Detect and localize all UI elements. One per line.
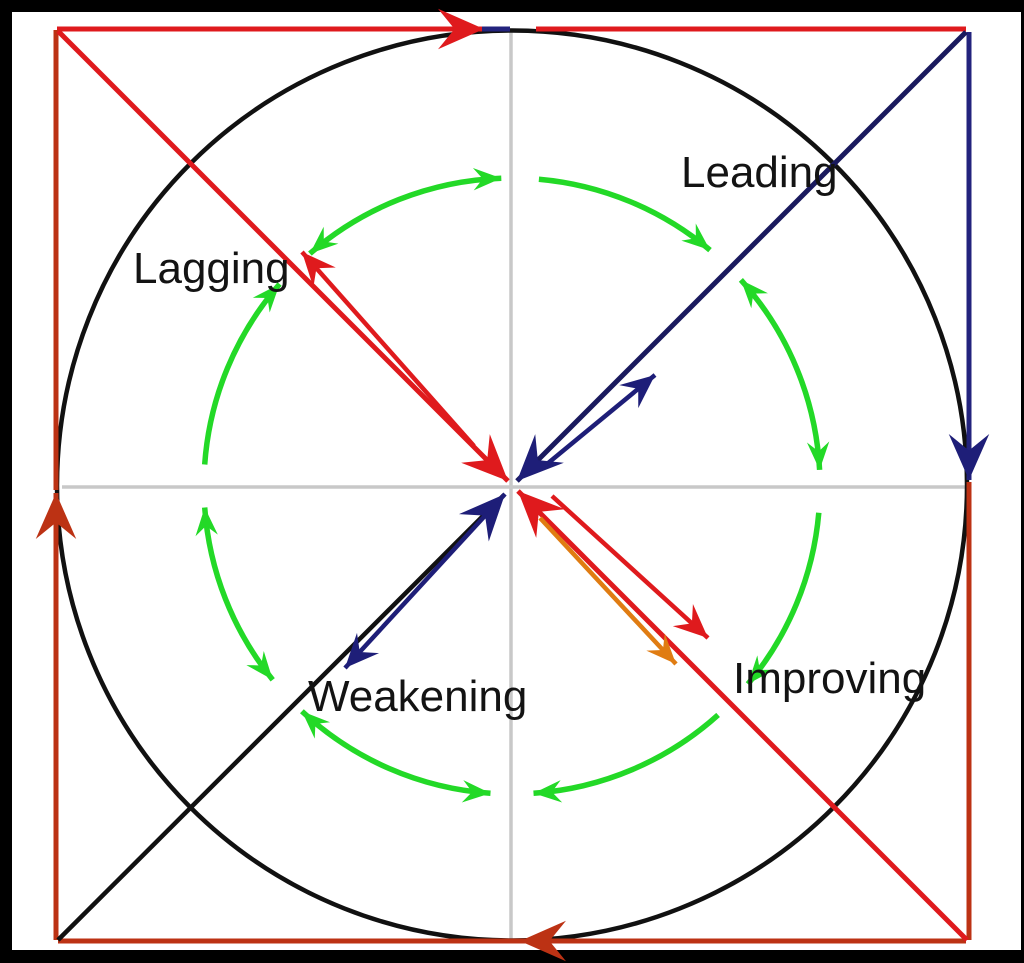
rotation-arc-w-to-nw bbox=[201, 282, 282, 465]
label-weakening: Weakening bbox=[308, 672, 527, 721]
leading-outward-arrow bbox=[545, 373, 657, 466]
rotation-arc-se-to-s bbox=[533, 712, 720, 803]
rotation-arc-e-to-se bbox=[745, 512, 822, 686]
improving-orange-arrow bbox=[538, 516, 678, 666]
improving-outward-arrow bbox=[550, 494, 710, 640]
rotation-arc-ne-to-e bbox=[738, 278, 830, 471]
rotation-arc-s-to-sw bbox=[300, 709, 491, 803]
rotation-arc-nw-to-n bbox=[308, 167, 502, 256]
diagonal-topleft-to-center-arrow bbox=[56, 29, 510, 483]
label-lagging: Lagging bbox=[133, 244, 290, 293]
diagonal-bottomright-to-center-arrow bbox=[516, 489, 969, 942]
rotation-arc-sw-to-w bbox=[195, 507, 275, 682]
label-leading: Leading bbox=[681, 148, 838, 197]
diagonal-topright-to-center-arrow bbox=[515, 30, 968, 483]
rotation-arc-n-to-ne bbox=[538, 176, 712, 253]
canvas-background bbox=[12, 12, 1021, 950]
lagging-outward-arrow bbox=[300, 250, 476, 448]
label-improving: Improving bbox=[733, 654, 926, 703]
weakening-double-arrow bbox=[343, 492, 507, 670]
